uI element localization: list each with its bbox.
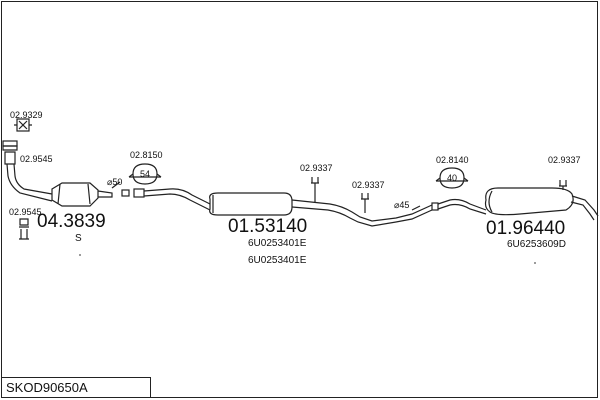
tailpipe-outlet[interactable] (570, 195, 599, 221)
part-number-label[interactable]: 02.9337 (352, 180, 385, 190)
rear-silencer[interactable] (484, 187, 574, 216)
ring-size-label: 54 (140, 169, 150, 179)
marker-dot (534, 262, 536, 264)
oe-number-label: 6U0253401E (248, 255, 307, 266)
marker-dot (79, 254, 81, 256)
pipe-connector[interactable] (121, 188, 145, 198)
middle-pipe[interactable] (291, 199, 433, 227)
bracket-icon[interactable] (19, 218, 29, 240)
diameter-leader (111, 181, 121, 189)
hanger-icon[interactable] (311, 177, 319, 203)
part-suffix-label: S (75, 233, 82, 244)
clamp-icon[interactable] (14, 118, 32, 132)
rubber-mount-ring-icon[interactable] (435, 167, 469, 189)
diameter-label: ⌀50 (107, 177, 122, 187)
main-part-number[interactable]: 01.53140 (228, 216, 307, 237)
intermediate-pipe[interactable] (143, 188, 211, 211)
hanger-icon[interactable] (559, 180, 567, 190)
main-part-number[interactable]: 01.96440 (486, 218, 565, 239)
part-number-label[interactable]: 02.9545 (9, 207, 42, 217)
pipe-connector[interactable] (431, 202, 439, 211)
part-number-label[interactable]: 02.9337 (300, 163, 333, 173)
part-number-label[interactable]: 02.8140 (436, 155, 469, 165)
diagram-title: SKOD90650A (1, 377, 151, 398)
rear-pipe[interactable] (437, 198, 487, 215)
oe-number-label: 6U6253609D (507, 239, 566, 250)
middle-silencer[interactable] (209, 192, 293, 216)
part-number-label[interactable]: 02.8150 (130, 150, 163, 160)
ring-size-label: 40 (447, 173, 457, 183)
part-number-label[interactable]: 02.9329 (10, 110, 43, 120)
diameter-leader (411, 205, 421, 211)
main-part-number[interactable]: 04.3839 (37, 211, 106, 232)
oe-number-label: 6U0253401E (248, 238, 307, 249)
part-number-label[interactable]: 02.9337 (548, 155, 581, 165)
flange-gasket-icon[interactable] (2, 140, 18, 165)
front-pipe-catalyst[interactable] (6, 163, 113, 207)
rubber-mount-ring-icon[interactable] (128, 163, 162, 185)
hanger-icon[interactable] (361, 193, 369, 213)
diameter-label: ⌀45 (394, 200, 409, 210)
part-number-label[interactable]: 02.9545 (20, 154, 53, 164)
